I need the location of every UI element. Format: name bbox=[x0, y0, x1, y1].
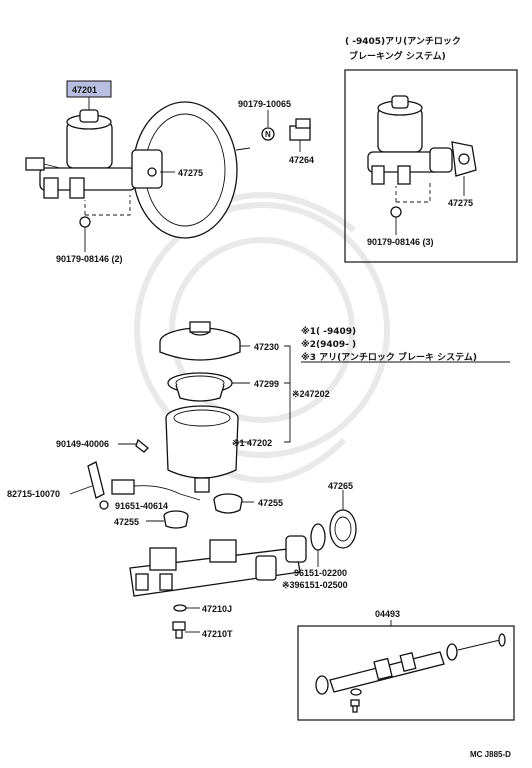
inset-label-47275: 47275 bbox=[448, 198, 473, 208]
reservoir-cap bbox=[159, 321, 241, 361]
label-96151-02200: 96151-02200 bbox=[294, 568, 347, 578]
bracket-47264 bbox=[289, 118, 311, 141]
label-47255-right: 47255 bbox=[258, 498, 283, 508]
label-04493: 04493 bbox=[375, 609, 400, 619]
master-cylinder-assembly bbox=[25, 109, 158, 199]
oring-seal bbox=[310, 509, 357, 551]
reservoir-strainer bbox=[167, 372, 233, 402]
diagram-code: MC J885-D bbox=[470, 750, 511, 759]
label-47202-note2: ※247202 bbox=[292, 389, 330, 399]
inset-box-abs bbox=[344, 69, 518, 263]
gasket-icon bbox=[173, 604, 187, 612]
inset-title-line1: ( -9405)アリ(アンチロック bbox=[345, 36, 461, 47]
inset-label-90179-08146: 90179-08146 (3) bbox=[367, 237, 434, 247]
bolt-icon bbox=[172, 621, 186, 639]
label-90179-10065: 90179-10065 bbox=[238, 99, 291, 109]
inset-title-line2: ブレーキング システム) bbox=[349, 50, 446, 62]
label-47275: 47275 bbox=[178, 168, 203, 178]
repair-kit-parts bbox=[315, 633, 506, 713]
master-cylinder-body bbox=[129, 535, 307, 597]
grommet-left bbox=[163, 510, 189, 529]
note-3: ※3 アリ(アンチロック ブレーキ システム) bbox=[301, 351, 477, 363]
kit-box-04493 bbox=[297, 625, 515, 721]
label-90149-40006: 90149-40006 bbox=[56, 439, 109, 449]
label-82715-10070: 82715-10070 bbox=[7, 489, 60, 499]
label-96151-02500: ※396151-02500 bbox=[282, 580, 348, 590]
label-47299: 47299 bbox=[254, 379, 279, 389]
label-47201: 47201 bbox=[72, 85, 97, 95]
reservoir-tank bbox=[165, 405, 239, 493]
label-47230: 47230 bbox=[254, 342, 279, 352]
nut-10065-icon bbox=[261, 127, 275, 141]
svg-text:N: N bbox=[265, 130, 271, 139]
label-47210J: 47210J bbox=[202, 604, 232, 614]
brake-booster bbox=[131, 101, 251, 239]
nut-icon bbox=[79, 216, 91, 228]
note-1: ※1( -9409) bbox=[301, 326, 356, 337]
label-91651-40614: 91651-40614 bbox=[115, 501, 168, 511]
grommet-right bbox=[213, 493, 243, 514]
watermark-logo bbox=[134, 192, 390, 483]
level-sensor bbox=[87, 461, 201, 501]
inset-nut-icon bbox=[390, 206, 402, 218]
label-47202-note1: ※1 47202 bbox=[232, 438, 272, 448]
label-47255-left: 47255 bbox=[114, 517, 139, 527]
inset-master-cylinder bbox=[367, 95, 477, 185]
label-47264: 47264 bbox=[289, 155, 314, 165]
note-2: ※2(9409- ) bbox=[301, 339, 356, 350]
label-90179-08146: 90179-08146 (2) bbox=[56, 254, 123, 264]
label-47265: 47265 bbox=[328, 481, 353, 491]
screw-icon bbox=[135, 438, 149, 453]
clip-icon bbox=[99, 500, 109, 510]
label-47210T: 47210T bbox=[202, 629, 233, 639]
